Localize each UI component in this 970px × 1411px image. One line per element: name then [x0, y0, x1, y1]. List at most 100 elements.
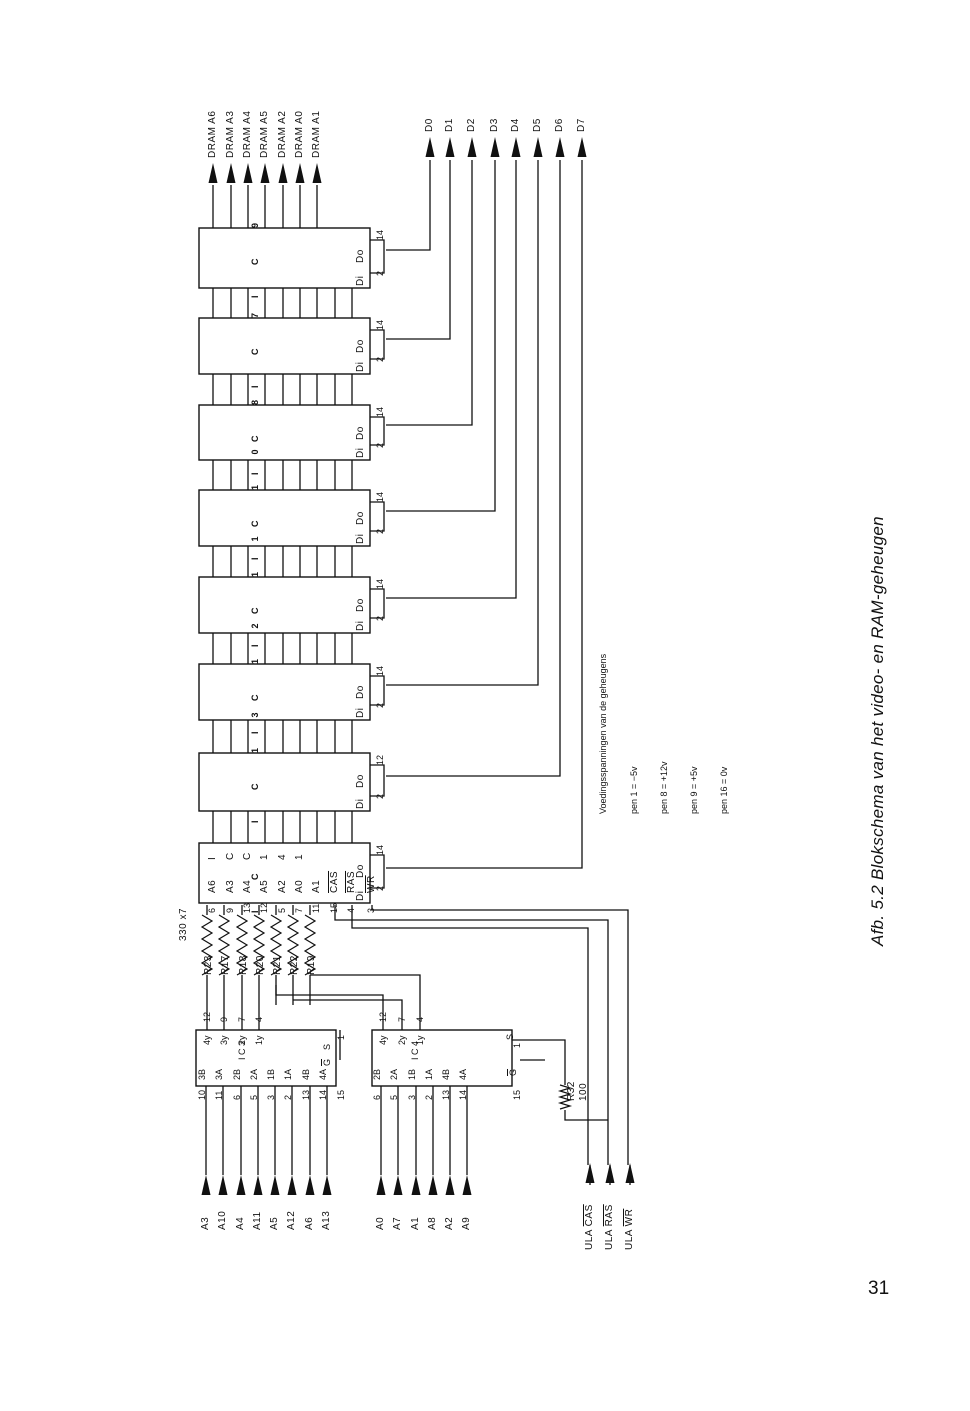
first-chip-pin-number: 15: [329, 902, 339, 913]
data-label: D0: [424, 118, 435, 132]
address-input-label: A1: [410, 1216, 421, 1230]
chip-do-label: Do: [355, 511, 366, 525]
mux2-in-pin: 2: [424, 1094, 434, 1100]
mux2-out-pin: 7: [397, 1016, 407, 1022]
dram-arrow: [278, 163, 288, 183]
ula-signal-name: CAS: [584, 1204, 595, 1227]
data-bus-line: [386, 160, 473, 426]
input-arrow: [322, 1175, 332, 1195]
resistor-label: R18: [238, 955, 249, 975]
address-input-label: A2: [444, 1216, 455, 1230]
input-arrow: [305, 1175, 315, 1195]
first-chip-name-char: C: [242, 852, 253, 860]
resistor-zigzag: [217, 914, 231, 976]
first-chip-pin-name: A2: [277, 879, 288, 893]
mux2-in-pin: 3: [407, 1094, 417, 1100]
chip-do-pin: 14: [375, 406, 385, 417]
address-input-label: A10: [217, 1210, 228, 1230]
ula-arrow: [625, 1163, 635, 1183]
mux2-in-name: 4B: [441, 1068, 451, 1080]
mux2-out-pin: 4: [415, 1016, 425, 1022]
wr-wire: [371, 905, 629, 1165]
address-input-label: A8: [427, 1216, 438, 1230]
data-loop: [370, 854, 385, 889]
first-chip-pin-name: A0: [294, 879, 305, 893]
dram-label: DRAM A4: [242, 110, 253, 158]
chip-do-label: Do: [355, 685, 366, 699]
r32-value: 100: [578, 1082, 589, 1101]
data-loop: [370, 416, 385, 446]
data-bus-line: [386, 160, 517, 599]
mux1-s-pin: 1: [336, 1034, 346, 1040]
ula-signal-label: ULA RAS: [604, 1204, 615, 1250]
mux2-out-name: 4y: [378, 1035, 388, 1045]
mux1-in-name: 3A: [214, 1068, 224, 1080]
mux2-in-pin: 6: [372, 1094, 382, 1100]
chip-do-label: Do: [355, 598, 366, 612]
first-chip-pin-number: 7: [294, 907, 304, 913]
resistor-zigzag: [286, 914, 300, 976]
first-chip-pin-name: A5: [259, 879, 270, 893]
ula-signal-label: ULA CAS: [584, 1204, 595, 1250]
first-chip-pin-number: 3: [366, 907, 376, 913]
chip-do-pin: 14: [375, 229, 385, 240]
dram-label: DRAM A1: [311, 110, 322, 158]
mux2-out-wire: [275, 985, 384, 1030]
mux1-out-pin: 12: [202, 1011, 212, 1022]
data-arrow: [425, 137, 435, 157]
first-chip-name-char: 1: [294, 853, 305, 860]
mux1-box: [195, 1029, 337, 1087]
dram-arrow: [243, 163, 253, 183]
mux1-out-pin: 9: [219, 1016, 229, 1022]
first-chip-pin-name: A3: [225, 879, 236, 893]
ula-signal-name: WR: [624, 1208, 635, 1227]
chip-name: I C 1 3: [250, 698, 260, 823]
chip-name: I C 9: [250, 208, 260, 298]
mux1-in-name: 4B: [301, 1068, 311, 1080]
ram-chip-box: [198, 576, 371, 634]
input-arrow: [253, 1175, 263, 1195]
data-arrow: [511, 137, 521, 157]
data-bus-line: [386, 160, 431, 251]
input-arrow: [445, 1175, 455, 1195]
ras-wire: [351, 905, 589, 1165]
mux2-s-label: S: [505, 1033, 515, 1040]
chip-name: I C 7: [250, 298, 260, 388]
resistor-zigzag: [200, 914, 214, 976]
chip-di-label: Di: [355, 620, 366, 631]
chip-do-label: Do: [355, 339, 366, 353]
input-arrow: [218, 1175, 228, 1195]
mux2-out-name: 2y: [397, 1035, 407, 1045]
mux1-out-pin: 7: [237, 1016, 247, 1022]
chip-di-label: Di: [355, 533, 366, 544]
resistor-label: R23: [203, 955, 214, 975]
supply-line-1: pen 1 = −5v: [629, 766, 639, 814]
mux1-in-name: 3B: [197, 1068, 207, 1080]
address-input-label: A0: [375, 1216, 386, 1230]
input-arrow: [270, 1175, 280, 1195]
data-bus-line: [386, 160, 583, 869]
r32-label: R32: [566, 1081, 577, 1101]
first-chip-pin-number: 9: [225, 907, 235, 913]
data-arrow: [467, 137, 477, 157]
mux2-g-label: G: [508, 1068, 518, 1076]
supply-heading: Voedingsspanningen van de geheugens: [598, 653, 608, 814]
first-chip-pin-name: RAS: [346, 870, 357, 893]
dram-label: DRAM A0: [294, 110, 305, 158]
mux2-in-name: 1A: [424, 1068, 434, 1080]
first-chip-pin-name: WR: [366, 875, 377, 893]
first-chip-name-char: 4: [277, 853, 288, 860]
dram-arrow: [295, 163, 305, 183]
mux1-in-pin: 6: [232, 1094, 242, 1100]
mux1-out-name: 1y: [254, 1035, 264, 1045]
mux1-out-pin: 4: [254, 1016, 264, 1022]
data-loop: [370, 764, 385, 797]
data-arrow: [533, 137, 543, 157]
ram-chip-box: [198, 842, 371, 904]
address-input-label: A3: [200, 1216, 211, 1230]
data-label: D2: [466, 118, 477, 132]
address-input-label: A5: [269, 1216, 280, 1230]
first-chip-pin-number: 13: [242, 902, 252, 913]
ram-chip-box: [198, 663, 371, 721]
